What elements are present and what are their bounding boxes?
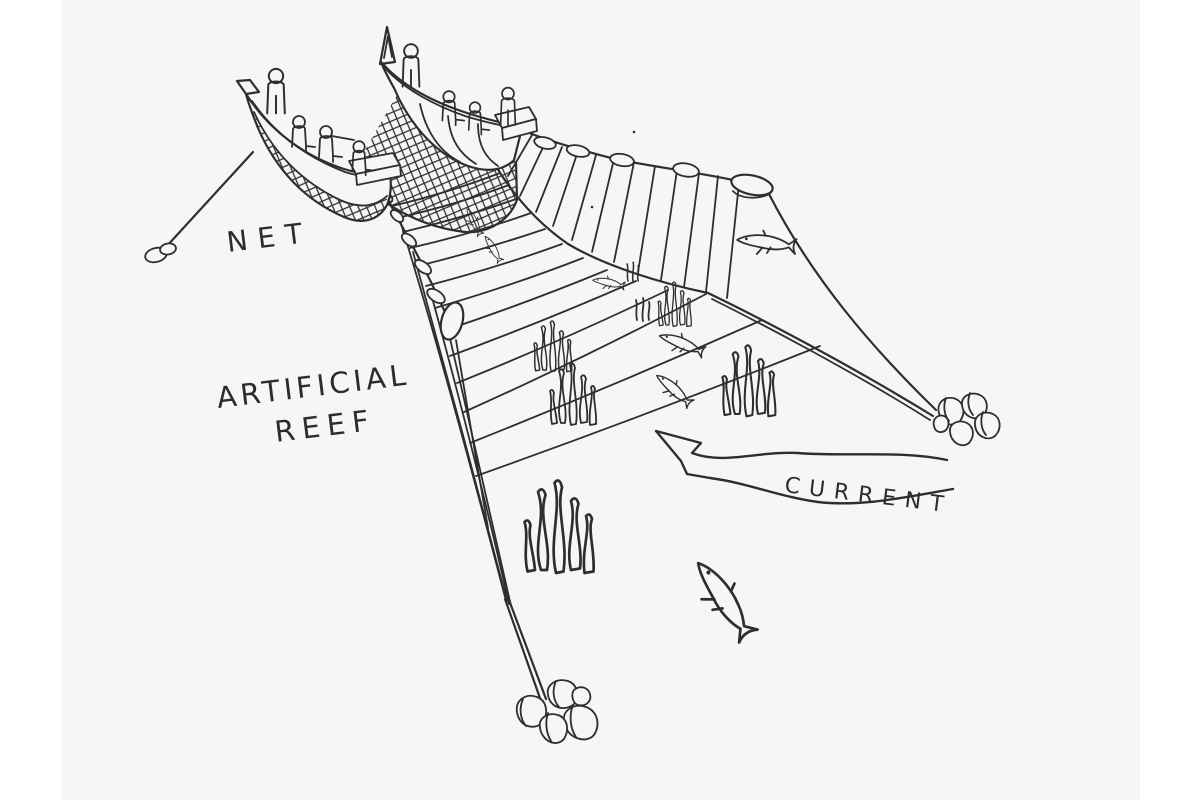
rock-anchor-right xyxy=(932,392,1001,447)
anchor-rope-from-fence xyxy=(706,291,935,418)
hull-strakes xyxy=(419,103,499,167)
anchor-rope-double-line xyxy=(711,298,931,421)
hull xyxy=(379,60,524,171)
bow-horn xyxy=(235,78,261,96)
rock-anchor-bottom xyxy=(515,679,599,744)
hull-mid-line xyxy=(253,111,388,207)
left-buoy-wall xyxy=(380,188,548,703)
fence-net xyxy=(495,128,938,421)
prow-inner xyxy=(383,35,393,59)
bottom-anchor-rope xyxy=(503,597,548,703)
purse-net xyxy=(364,86,519,234)
anchor-rope-from-float xyxy=(767,192,938,412)
mooring-rope xyxy=(164,150,255,249)
arrow-outline xyxy=(654,429,955,505)
stern-plank-front xyxy=(501,118,538,141)
net-sag-edge xyxy=(364,160,519,234)
crew-left-boat xyxy=(266,67,376,177)
boat-left xyxy=(235,67,402,222)
ink-speck xyxy=(590,205,594,209)
fence-hanging-lines xyxy=(507,134,740,299)
stern-plank-front xyxy=(355,164,402,186)
left-mooring xyxy=(144,150,255,264)
hull-net-drape xyxy=(254,112,387,221)
fence-floats xyxy=(533,136,774,199)
oar-line xyxy=(331,135,355,141)
end-float xyxy=(730,173,774,197)
boat-right xyxy=(378,25,538,171)
paper-sheet xyxy=(62,0,1140,800)
net-mesh xyxy=(364,86,517,233)
ink-speck xyxy=(632,130,636,134)
